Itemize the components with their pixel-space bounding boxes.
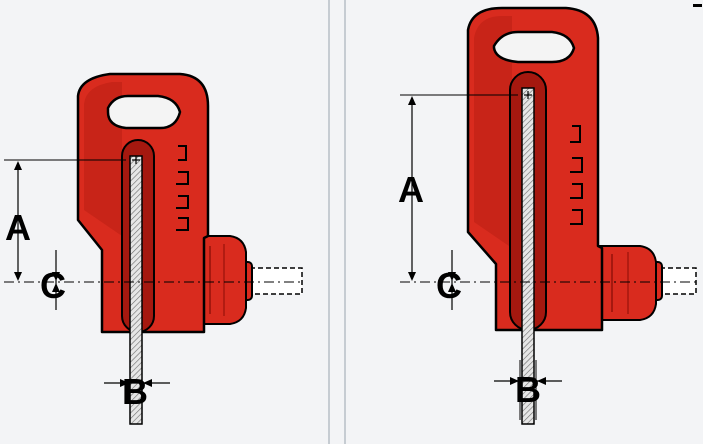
plate — [521, 87, 535, 425]
shaft — [199, 235, 303, 325]
dimension-c-label: C — [436, 265, 462, 306]
dimension-b — [494, 377, 562, 385]
panel-tall-clamp: A C B — [398, 6, 697, 425]
shaft — [599, 245, 697, 321]
dimension-b-label: B — [515, 369, 541, 410]
corner-mark — [693, 4, 702, 7]
dimension-c — [448, 250, 456, 310]
lifting-eye-hole — [106, 94, 182, 130]
shaft-housing — [199, 235, 247, 325]
extension-lines — [4, 159, 300, 420]
gripping-teeth — [176, 145, 189, 231]
panel-short-clamp: A C B — [4, 72, 303, 425]
extension-lines — [400, 94, 696, 420]
dimension-c — [52, 250, 60, 310]
dimension-c-label: C — [40, 265, 66, 306]
plate-crosshair — [132, 156, 140, 164]
dimension-a-label: A — [398, 169, 424, 210]
dimension-b-label: B — [122, 371, 148, 412]
dimension-a — [14, 161, 22, 281]
shaft-retracted-outline — [659, 267, 697, 295]
dimension-a — [408, 96, 416, 281]
shaft-retracted-outline — [249, 267, 303, 295]
lifting-eye-hole — [492, 30, 576, 64]
dimension-a-label: A — [5, 207, 31, 248]
plate-crosshair — [524, 91, 532, 99]
dimension-b — [104, 379, 170, 387]
gripping-teeth — [570, 125, 583, 225]
